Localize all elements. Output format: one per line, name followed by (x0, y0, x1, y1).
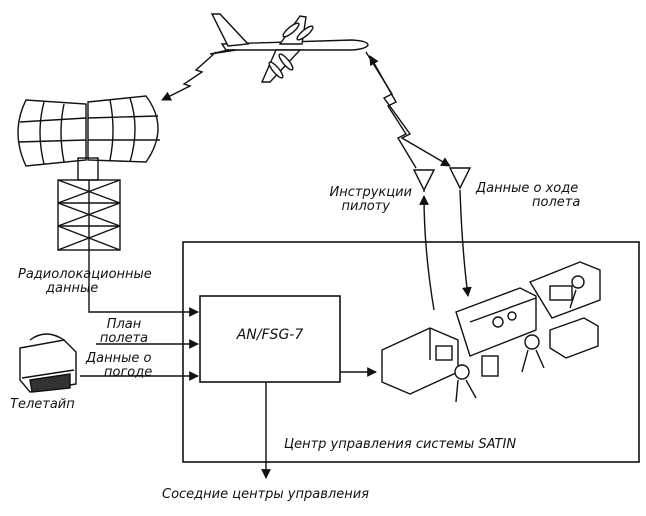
radar-data-line (88, 250, 199, 317)
feed-line-down (459, 189, 472, 297)
antenna-left-icon (412, 169, 436, 192)
flight-progress-line-1: Данные о ходе (476, 181, 579, 196)
airplane-icon (209, 13, 369, 83)
flight-plan-line-2: полета (99, 331, 149, 346)
operator-consoles-icon (381, 261, 601, 403)
radar-data-line-2: данные (46, 281, 99, 296)
antenna-right-icon (448, 167, 472, 190)
feed-line-up (419, 195, 435, 311)
radar-dish-icon (17, 95, 160, 167)
radio-link-radar (161, 51, 217, 101)
weather-data-line-1: Данные о (86, 351, 152, 366)
teletype-label: Телетайп (10, 397, 75, 412)
radar-data-line-1: Радиолокационные (18, 267, 152, 282)
neighbor-centers-label: Соседние центры управления (162, 487, 369, 502)
pilot-instructions-line-2: пилоту (341, 199, 390, 214)
center-caption: Центр управления системы SATIN (284, 437, 517, 452)
radio-link-up (369, 55, 417, 169)
flight-progress-label: Данные о ходе полета (476, 182, 580, 210)
weather-data-label: Данные о погоде (86, 352, 152, 380)
flight-plan-label: План полета (84, 318, 164, 346)
radar-tower-icon (57, 157, 121, 251)
pilot-instructions-line-1: Инструкции (329, 185, 413, 200)
radio-link-down (365, 51, 451, 167)
teletype-icon (19, 333, 77, 393)
flight-plan-line-1: План (106, 317, 142, 332)
computer-label: AN/FSG-7 (236, 327, 304, 343)
computer-box (199, 295, 341, 383)
pilot-instructions-label: Инструкции пилоту (300, 185, 413, 214)
flight-progress-line-2: полета (532, 195, 581, 210)
radar-data-label: Радиолокационные данные (18, 268, 152, 296)
weather-data-line-2: погоде (104, 365, 153, 380)
control-center-frame (182, 241, 640, 463)
